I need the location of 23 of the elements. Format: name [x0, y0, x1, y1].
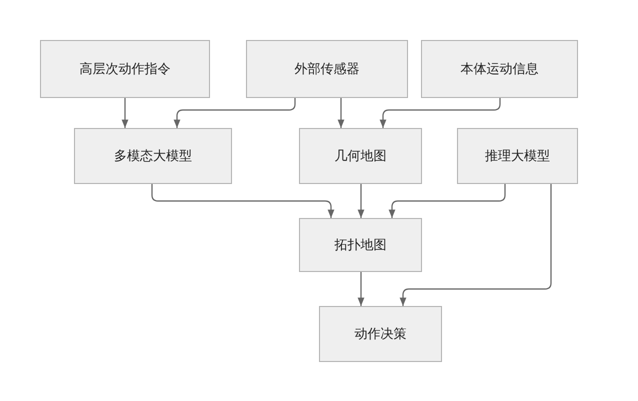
node-label: 本体运动信息 [460, 61, 538, 78]
arrow [388, 184, 506, 218]
node-label: 外部传感器 [294, 61, 360, 78]
node-label: 几何地图 [334, 148, 386, 165]
arrow [338, 98, 344, 128]
arrow [400, 184, 552, 306]
process-box [40, 40, 210, 98]
process-box [299, 218, 422, 272]
node-label: 动作决策 [354, 326, 406, 343]
node-label: 推理大模型 [485, 148, 550, 165]
process-box [421, 40, 578, 98]
arrow [358, 272, 364, 306]
arrow [151, 184, 334, 218]
process-box [319, 306, 442, 362]
node-label: 高层次动作指令 [80, 61, 170, 78]
process-box [299, 128, 422, 184]
arrow [122, 98, 128, 128]
arrow [358, 184, 364, 218]
node-label: 多模态大模型 [114, 148, 192, 165]
process-box [457, 128, 578, 184]
process-box [246, 40, 408, 98]
process-box [74, 128, 232, 184]
node-label: 拓扑地图 [334, 237, 386, 254]
